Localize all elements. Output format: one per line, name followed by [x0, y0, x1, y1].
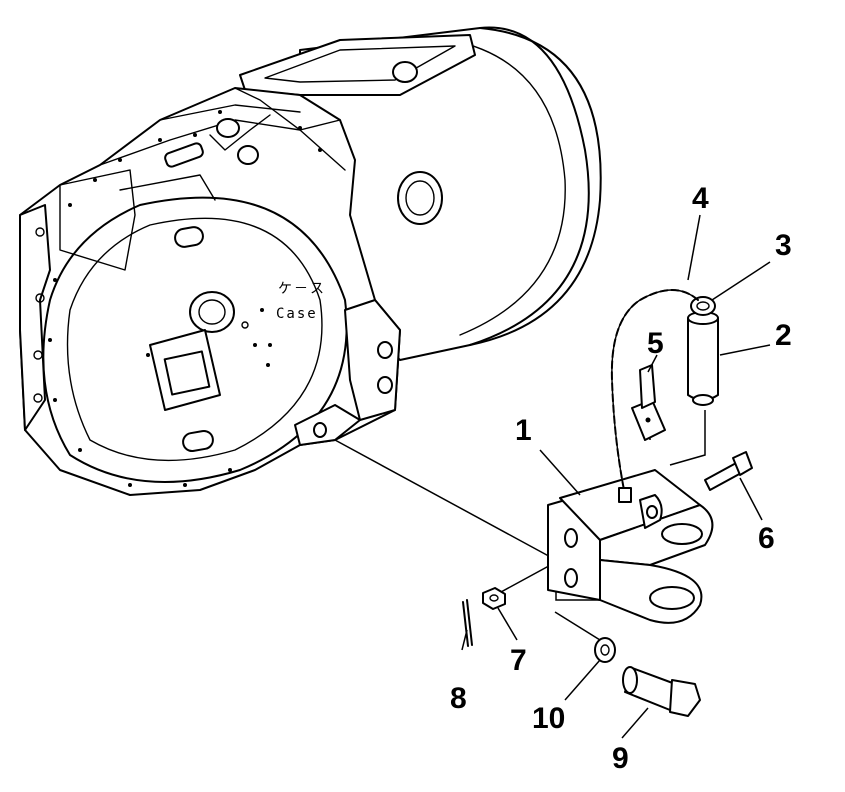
rear-drum-housing — [239, 26, 602, 361]
part-10-washer — [594, 637, 616, 663]
part-9-large-bolt — [622, 666, 701, 717]
callout-8: 8 — [450, 682, 467, 715]
callout-7: 7 — [510, 644, 527, 677]
callout-6: 6 — [758, 522, 775, 555]
part-6-bolt — [704, 451, 753, 491]
case-label-japanese: ケ－ス — [278, 281, 326, 297]
callout-9: 9 — [612, 742, 629, 775]
callout-numbers: 1 2 3 4 5 6 7 8 9 10 — [450, 182, 792, 775]
part-8-cotter-pin — [462, 599, 473, 647]
callout-1: 1 — [515, 414, 532, 447]
callout-10: 10 — [532, 702, 565, 735]
part-2-pin — [687, 311, 719, 406]
part-7-nut — [482, 587, 506, 610]
callout-4: 4 — [692, 182, 709, 215]
part-3-ring — [690, 296, 716, 316]
callout-3: 3 — [775, 229, 792, 262]
part-1-bracket — [547, 469, 714, 624]
callout-2: 2 — [775, 319, 792, 352]
callout-5: 5 — [647, 327, 664, 360]
part-5-clip — [631, 364, 666, 441]
case-housing: ケ－ス Case — [19, 87, 401, 496]
part-4-chain — [610, 289, 699, 503]
case-label-english: Case — [276, 306, 318, 322]
callout-leaders — [461, 214, 771, 739]
